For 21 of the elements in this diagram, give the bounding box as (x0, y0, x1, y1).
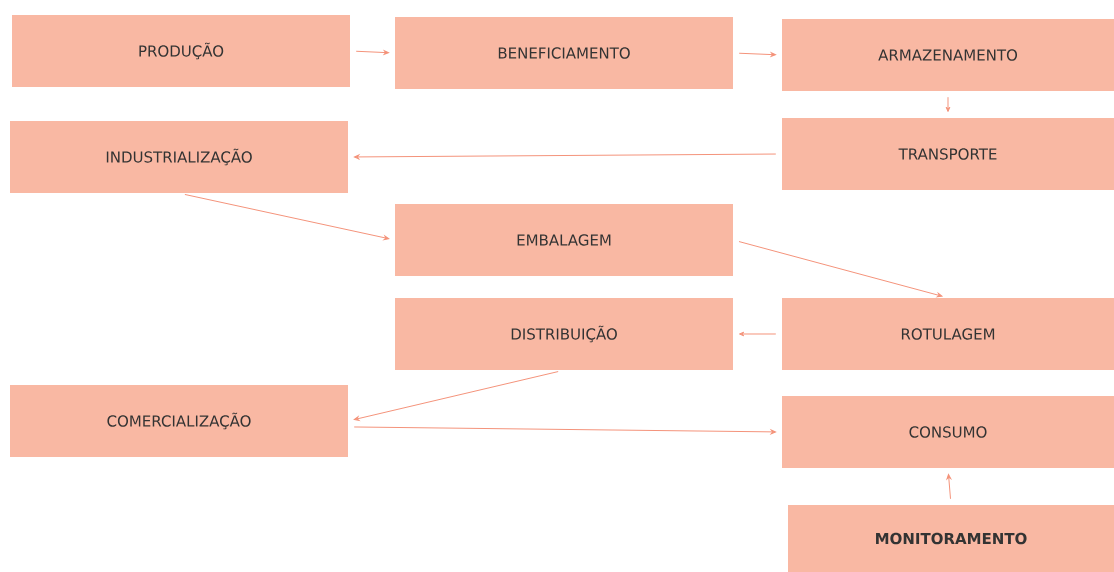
arrow (354, 153, 777, 160)
arrow (946, 473, 952, 500)
arrow (738, 331, 777, 337)
arrow (353, 426, 777, 435)
process-box: ROTULAGEM (782, 298, 1114, 370)
process-box: BENEFICIAMENTO (395, 17, 733, 89)
process-box: ARMAZENAMENTO (782, 19, 1114, 91)
arrow (353, 371, 559, 421)
process-box: MONITORAMENTO (788, 505, 1114, 572)
process-box: TRANSPORTE (782, 118, 1114, 190)
arrow (184, 193, 390, 241)
process-box: EMBALAGEM (395, 204, 733, 276)
process-box: CONSUMO (782, 396, 1114, 468)
process-box: DISTRIBUIÇÃO (395, 298, 733, 370)
process-box: INDUSTRIALIZAÇÃO (10, 121, 348, 193)
arrow (945, 96, 951, 113)
process-box: PRODUÇÃO (12, 15, 350, 87)
arrow (355, 50, 390, 55)
arrow (738, 52, 777, 57)
arrow (738, 241, 943, 298)
process-box: COMERCIALIZAÇÃO (10, 385, 348, 457)
